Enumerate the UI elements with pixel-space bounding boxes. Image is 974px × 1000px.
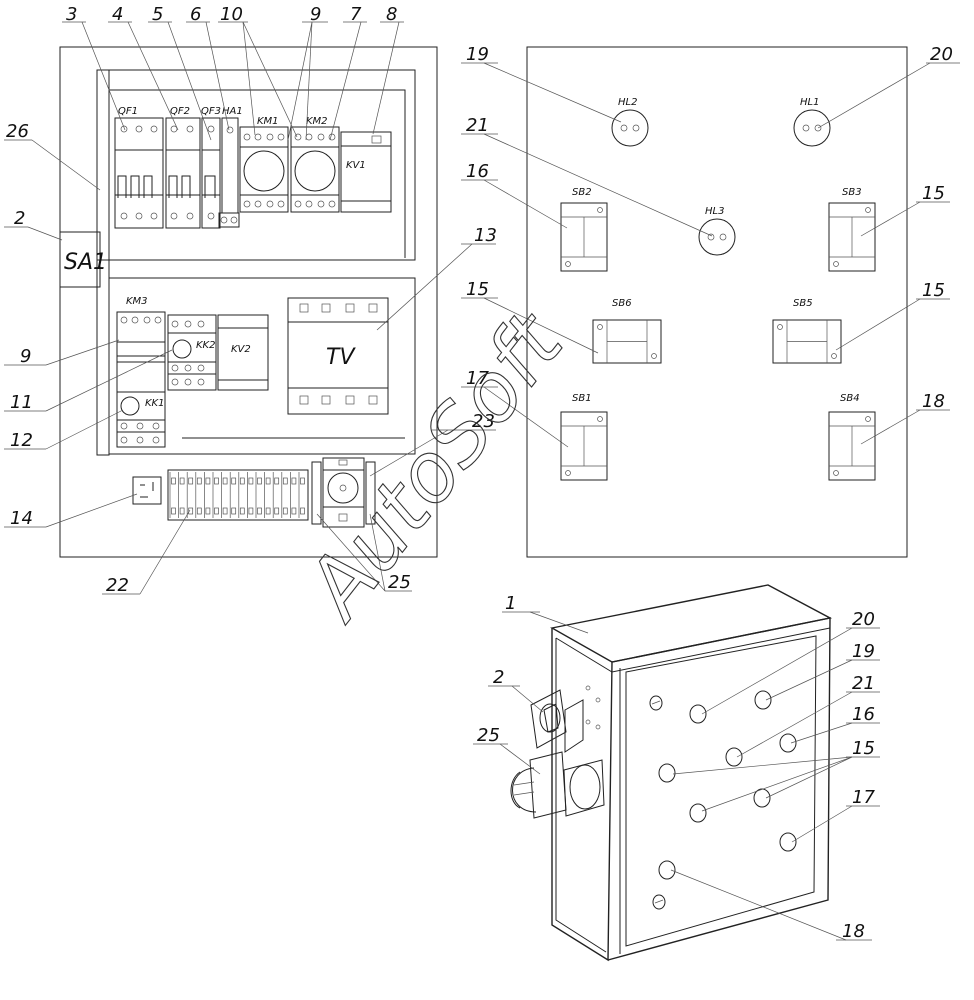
callout-16-iso: 16 bbox=[852, 704, 875, 725]
device-label-qf1: QF1 bbox=[118, 106, 138, 117]
device-label-sb5: SB5 bbox=[793, 298, 813, 309]
callout-12: 12 bbox=[10, 430, 33, 451]
callout-9b: 9 bbox=[20, 346, 31, 367]
device-labels-left: QF1 QF2 QF3 HA1 KM1 KM2 KV1 KM3 KK2 KV2 … bbox=[118, 106, 366, 409]
thermal-relay-kk1 bbox=[116, 391, 166, 448]
callout-2: 2 bbox=[14, 208, 25, 229]
breaker-qf2 bbox=[165, 117, 201, 229]
callout-2-iso: 2 bbox=[493, 667, 504, 688]
contactor-km2 bbox=[290, 126, 340, 213]
callout-15-b: 15 bbox=[466, 279, 489, 300]
callout-21: 21 bbox=[466, 115, 489, 136]
callout-9: 9 bbox=[310, 4, 321, 25]
device-label-hl2: HL2 bbox=[618, 97, 637, 108]
callout-15-a: 15 bbox=[922, 183, 945, 204]
transformer-tv bbox=[287, 297, 389, 415]
relay-kv1 bbox=[340, 131, 392, 213]
device-label-km2: KM2 bbox=[306, 116, 328, 127]
callout-leaders-iso bbox=[473, 611, 880, 941]
callout-19-iso: 19 bbox=[852, 641, 875, 662]
callout-26: 26 bbox=[6, 121, 29, 142]
callout-4: 4 bbox=[112, 4, 123, 25]
device-label-kk2: KK2 bbox=[196, 340, 215, 351]
callout-20: 20 bbox=[930, 44, 953, 65]
callout-22: 22 bbox=[106, 575, 129, 596]
callout-15-iso: 15 bbox=[852, 738, 875, 759]
device-label-sb4: SB4 bbox=[840, 393, 860, 404]
callout-10: 10 bbox=[220, 4, 243, 25]
callout-17: 17 bbox=[466, 368, 489, 389]
device-label-kv1: KV1 bbox=[346, 160, 366, 171]
mounting-plate bbox=[59, 46, 438, 558]
contactor-km1 bbox=[239, 126, 289, 213]
selector-sa1: SA1 bbox=[59, 231, 107, 288]
device-label-km1: KM1 bbox=[257, 116, 279, 127]
callout-25: 25 bbox=[477, 725, 500, 746]
lamps bbox=[611, 109, 831, 256]
callout-1: 1 bbox=[505, 593, 516, 614]
device-label-sa1: SA1 bbox=[64, 250, 107, 275]
callout-numbers-iso: 1 2 25 20 19 21 16 15 17 18 bbox=[477, 593, 875, 942]
device-labels-right: HL2 HL1 HL3 SB2 SB3 SB6 SB5 SB1 SB4 bbox=[572, 97, 862, 404]
callout-20-iso: 20 bbox=[852, 609, 875, 630]
callout-13: 13 bbox=[474, 225, 497, 246]
callout-25-top: 25 bbox=[388, 572, 411, 593]
callout-numbers-right: 19 20 21 16 15 15 15 17 18 bbox=[466, 44, 953, 412]
device-label-qf3: QF3 bbox=[201, 106, 221, 117]
callout-18-iso: 18 bbox=[842, 921, 865, 942]
device-label-ha1: HA1 bbox=[222, 106, 243, 117]
breaker-qf1 bbox=[114, 117, 164, 229]
push-buttons bbox=[560, 202, 876, 481]
callout-leaders-right bbox=[461, 62, 960, 448]
callout-16: 16 bbox=[466, 161, 489, 182]
cabinet-isometric bbox=[510, 584, 833, 962]
callout-3: 3 bbox=[66, 4, 77, 25]
callout-8: 8 bbox=[386, 4, 397, 25]
device-label-km3: KM3 bbox=[126, 296, 148, 307]
callout-14: 14 bbox=[10, 508, 33, 529]
device-label-sb1: SB1 bbox=[572, 393, 592, 404]
callout-11: 11 bbox=[10, 392, 33, 413]
callout-18: 18 bbox=[922, 391, 945, 412]
device-label-hl1: HL1 bbox=[800, 97, 819, 108]
device-label-kv2: KV2 bbox=[231, 344, 251, 355]
socket-23 bbox=[311, 457, 376, 528]
contactor-km3 bbox=[116, 311, 166, 393]
relay-kv2 bbox=[217, 314, 269, 391]
callout-7: 7 bbox=[350, 4, 362, 25]
callout-numbers-left: 3 4 5 6 10 9 7 8 26 2 9 11 12 14 22 25 2… bbox=[6, 4, 497, 596]
device-label-sb3: SB3 bbox=[842, 187, 862, 198]
device-label-kk1: KK1 bbox=[145, 398, 164, 409]
device-label-hl3: HL3 bbox=[705, 206, 724, 217]
device-label-qf2: QF2 bbox=[170, 106, 190, 117]
callout-leaders-left bbox=[4, 21, 496, 595]
callout-23: 23 bbox=[472, 411, 495, 432]
device-label-sb2: SB2 bbox=[572, 187, 592, 198]
switch-14 bbox=[132, 476, 162, 505]
buzzer-ha1 bbox=[218, 117, 240, 228]
callout-15-c: 15 bbox=[922, 280, 945, 301]
callout-6: 6 bbox=[190, 4, 201, 25]
breaker-qf3 bbox=[201, 117, 221, 229]
callout-5: 5 bbox=[152, 4, 163, 25]
device-label-tv: TV bbox=[326, 345, 356, 370]
callout-19: 19 bbox=[466, 44, 489, 65]
callout-17-iso: 17 bbox=[852, 787, 875, 808]
device-label-sb6: SB6 bbox=[612, 298, 632, 309]
door-panel bbox=[526, 46, 908, 558]
thermal-relay-kk2 bbox=[167, 314, 217, 391]
terminal-block-22 bbox=[167, 469, 309, 521]
callout-21-iso: 21 bbox=[852, 673, 875, 694]
